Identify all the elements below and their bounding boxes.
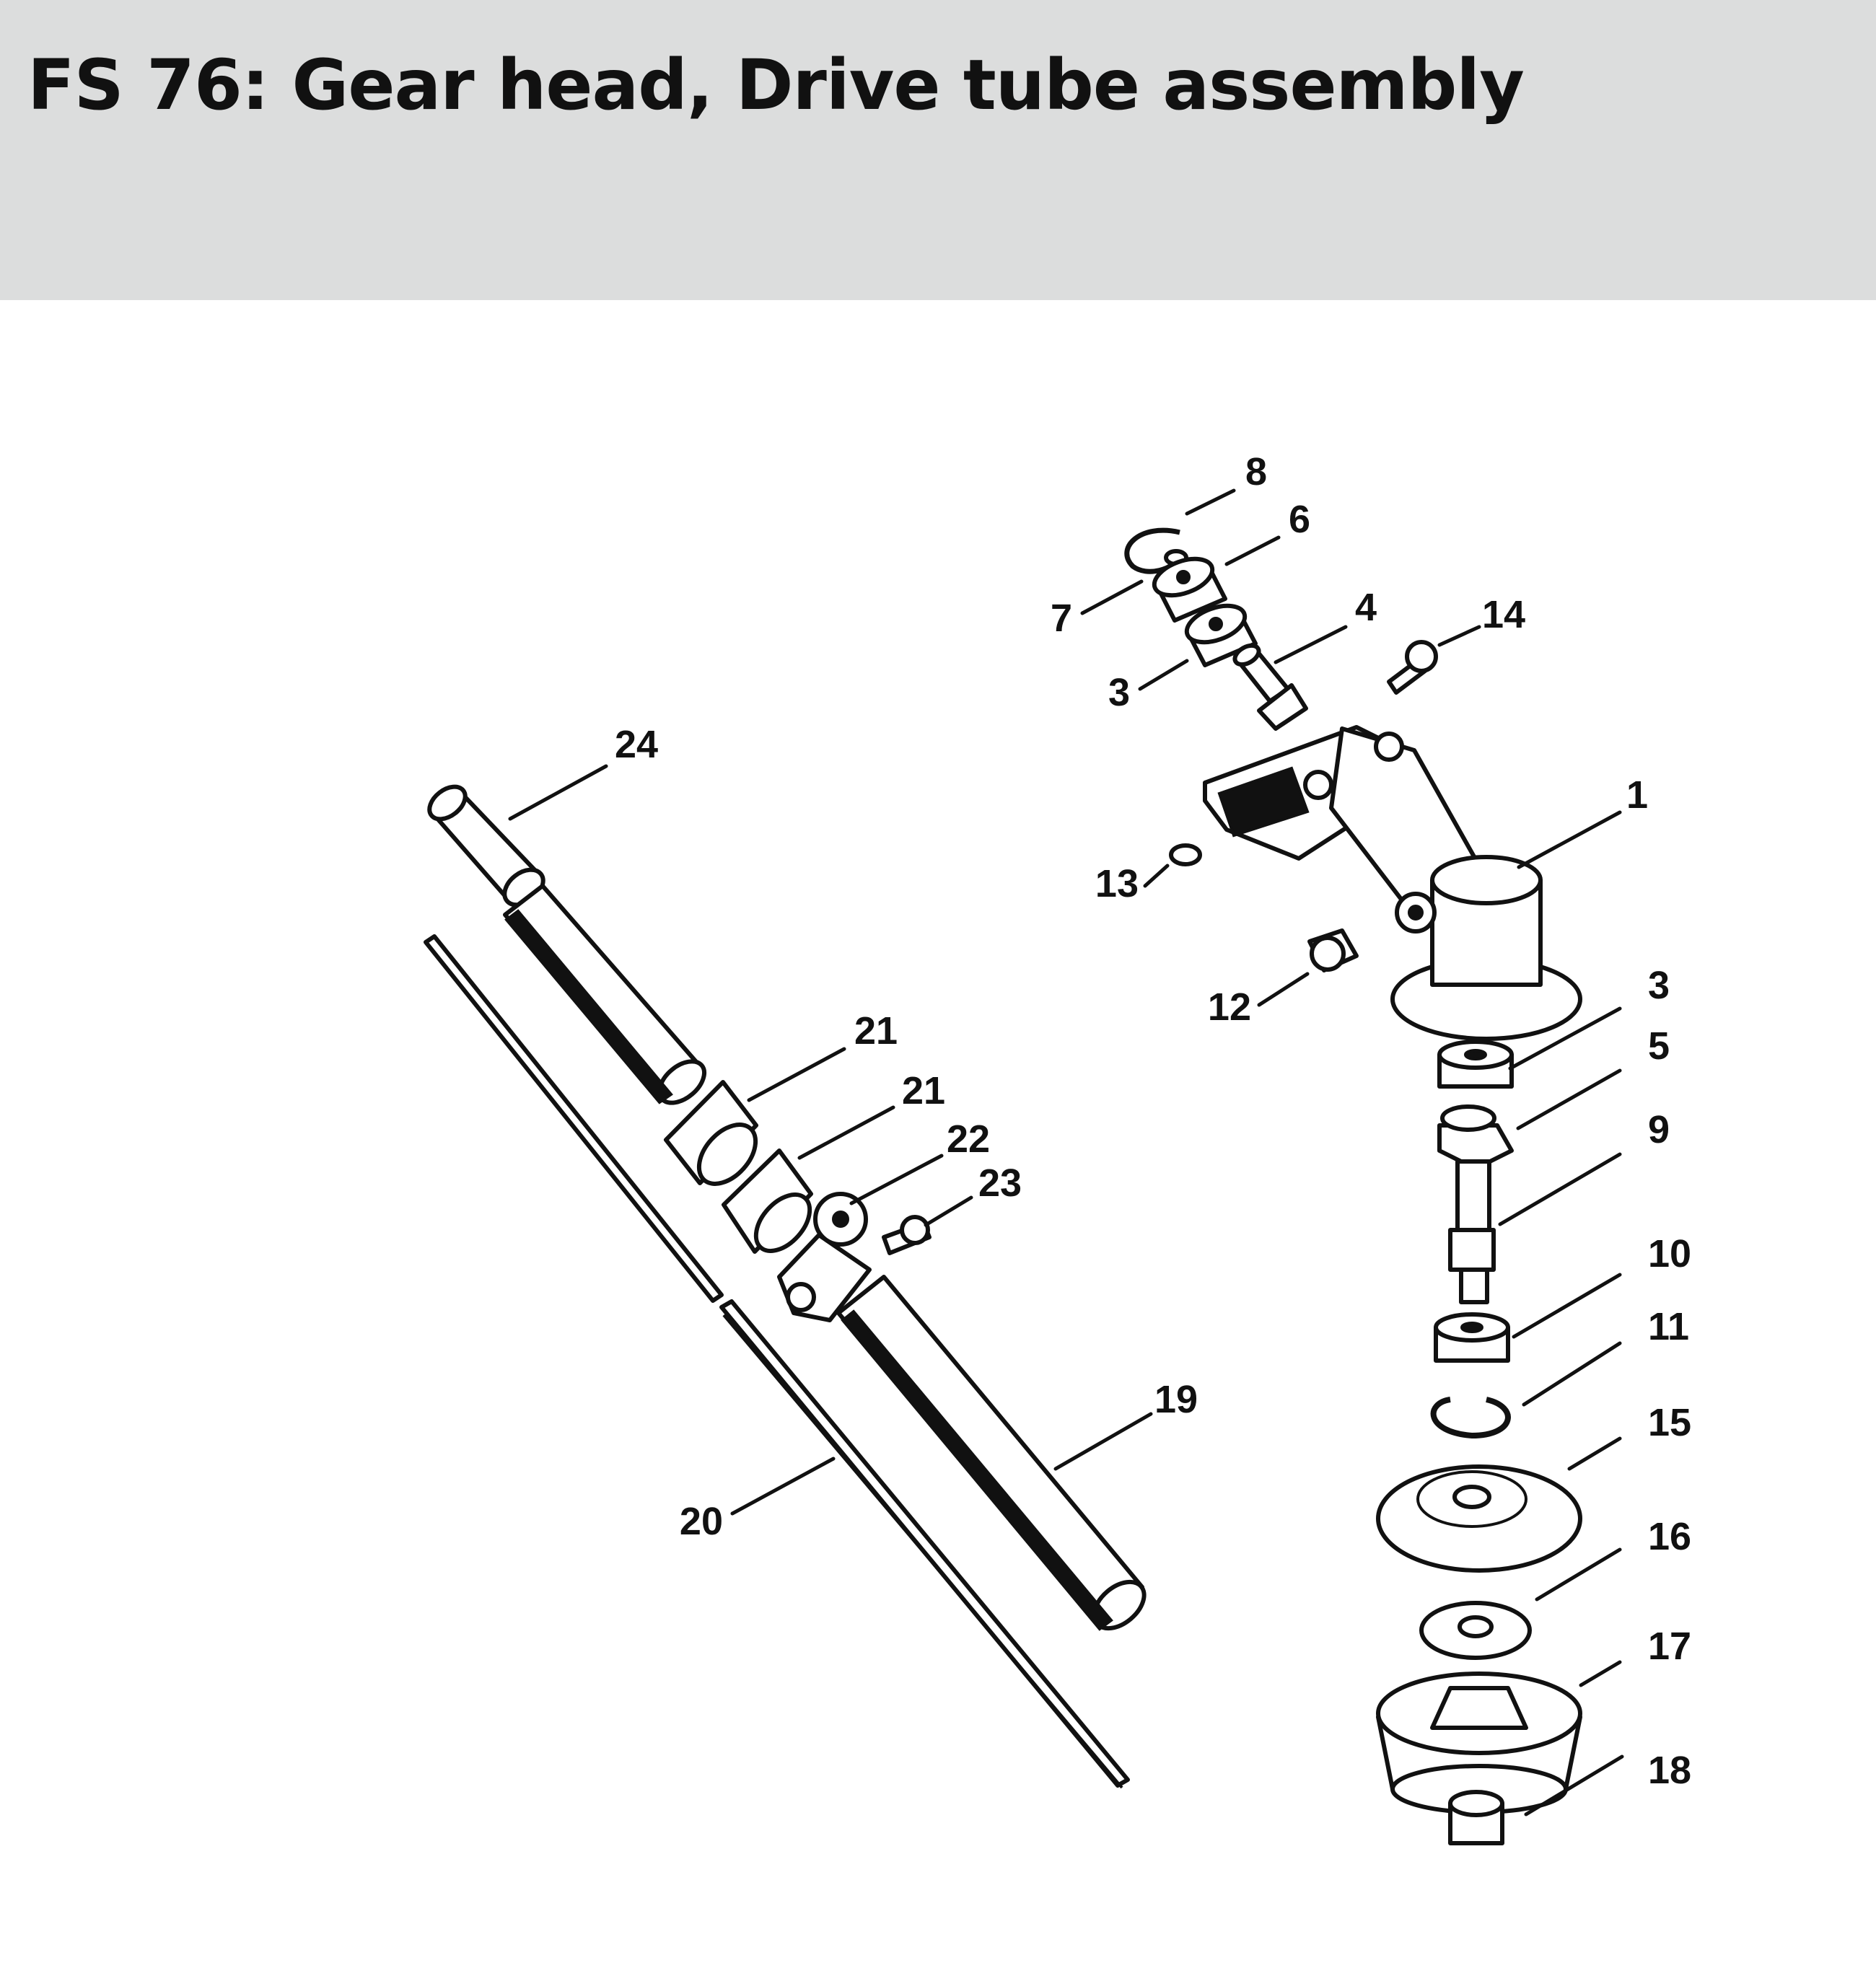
callout-20: 20 [680,1500,723,1543]
callout-10: 10 [1648,1232,1691,1275]
callout-4: 4 [1355,586,1377,629]
part-19-lower-tube [836,1275,1147,1631]
part-6-bearing [1152,556,1227,623]
part-18-nut [1448,1790,1504,1845]
callout-6: 6 [1289,498,1310,541]
callout-numbers: 8 6 7 4 14 3 24 1 13 12 3 5 9 21 21 22 2… [615,450,1691,1792]
callout-19: 19 [1154,1378,1198,1421]
part-10-bearing [1434,1312,1510,1363]
part-3-bearing-lower [1437,1040,1514,1089]
callout-9: 9 [1648,1108,1670,1151]
part-15-thrust-plate [1376,1464,1582,1573]
callout-8: 8 [1245,450,1267,493]
part-21-sleeve-upper [664,1080,758,1186]
part-11-circlip [1430,1397,1511,1439]
page-title: FS 76: Gear head, Drive tube assembly [27,45,1525,126]
part-22-clamp [777,1192,872,1322]
callout-18: 18 [1648,1749,1691,1792]
part-13-washer [1169,843,1202,866]
callout-3-lower: 3 [1648,964,1670,1007]
part-3-bearing-upper [1184,603,1258,667]
part-14-screw [1387,640,1438,695]
callout-13: 13 [1095,862,1139,905]
callout-14: 14 [1482,593,1525,636]
part-4-pinion [1232,643,1308,731]
part-20-drive-shaft [424,934,1130,1789]
part-19-upper-tube [503,884,706,1105]
callout-21-upper: 21 [854,1009,898,1053]
part-16-thrust-washer [1419,1601,1532,1660]
callout-11: 11 [1648,1305,1689,1348]
callout-21-lower: 21 [902,1069,945,1112]
callout-15: 15 [1648,1401,1691,1444]
callout-23: 23 [978,1161,1022,1205]
callout-1: 1 [1626,773,1648,817]
callout-17: 17 [1648,1625,1691,1668]
part-17-rider-plate [1376,1672,1582,1814]
callout-7: 7 [1051,597,1072,640]
part-1-gear-housing [1203,725,1582,1041]
callout-24: 24 [615,723,658,766]
part-9-spindle [1448,1159,1496,1304]
part-12-plug-screw [1307,928,1359,972]
part-5-bevel-gear [1437,1104,1514,1171]
leader-lines [508,488,1624,1817]
part-21-sleeve-lower [722,1148,813,1254]
callout-5: 5 [1648,1024,1670,1068]
part-23-screw [882,1215,932,1255]
callout-3-upper: 3 [1108,671,1130,714]
callout-16: 16 [1648,1515,1691,1558]
title-band: FS 76: Gear head, Drive tube assembly [0,0,1876,300]
callout-22: 22 [947,1117,990,1161]
callout-12: 12 [1208,985,1251,1029]
